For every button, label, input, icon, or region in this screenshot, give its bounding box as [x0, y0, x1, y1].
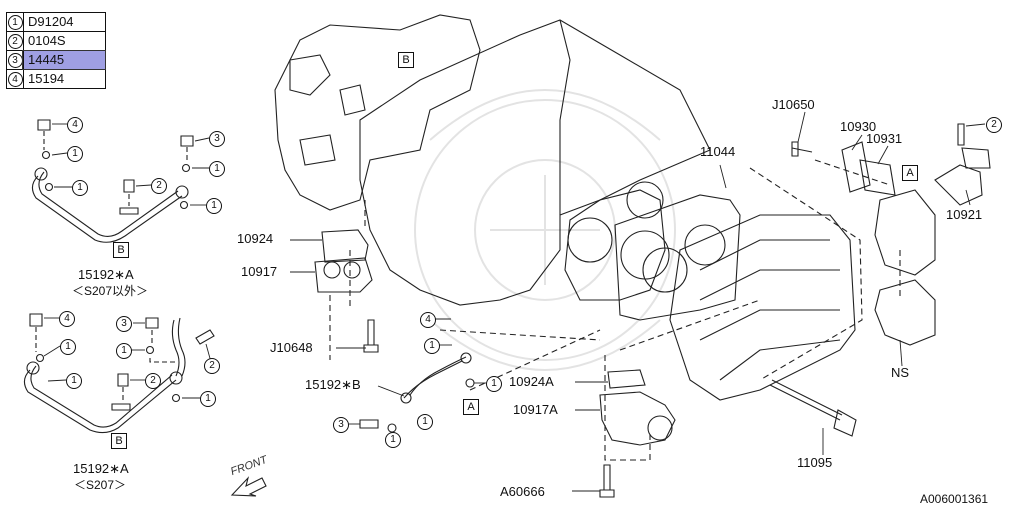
callout-number: 1 — [7, 15, 23, 30]
legend-table: 1 D91204 2 0104S 3 14445 4 15194 — [6, 12, 106, 89]
callout-number: 2 — [7, 34, 23, 49]
callout-2[interactable]: 2 — [204, 358, 220, 374]
watermark-emblem — [414, 89, 676, 371]
part-label-NS[interactable]: NS — [891, 365, 910, 380]
callout-1[interactable]: 1 — [417, 414, 433, 430]
part-label-15192A-upper[interactable]: 15192∗A — [78, 267, 134, 282]
legend-code: 0104S — [23, 32, 105, 50]
callout-3[interactable]: 3 — [209, 131, 225, 147]
callout-1[interactable]: 1 — [60, 339, 76, 355]
part-note-s207: ＜S207＞ — [74, 478, 127, 492]
callout-number: 3 — [7, 53, 23, 68]
legend-row-2[interactable]: 2 0104S — [7, 32, 105, 51]
part-label-10924[interactable]: 10924 — [237, 231, 274, 246]
legend-code: D91204 — [23, 13, 105, 31]
callout-3[interactable]: 3 — [116, 316, 132, 332]
part-label-10917[interactable]: 10917 — [241, 264, 278, 279]
callout-2[interactable]: 2 — [151, 178, 167, 194]
callout-1[interactable]: 1 — [424, 338, 440, 354]
callout-2[interactable]: 2 — [145, 373, 161, 389]
ref-box-A[interactable]: A — [902, 165, 918, 181]
ref-box-B[interactable]: B — [111, 433, 127, 449]
callout-1[interactable]: 1 — [209, 161, 225, 177]
diagram-id: A006001361 — [920, 492, 989, 506]
part-note-not-s207: ＜S207以外＞ — [72, 284, 149, 298]
callout-1[interactable]: 1 — [486, 376, 502, 392]
part-label-11095[interactable]: 11095 — [797, 455, 833, 470]
callout-4[interactable]: 4 — [420, 312, 436, 328]
callout-1[interactable]: 1 — [385, 432, 401, 448]
legend-row-4[interactable]: 4 15194 — [7, 70, 105, 88]
part-label-10931[interactable]: 10931 — [866, 131, 903, 146]
callout-4[interactable]: 4 — [67, 117, 83, 133]
part-label-10930[interactable]: 10930 — [840, 119, 877, 134]
part-label-10917A[interactable]: 10917A — [513, 402, 558, 417]
legend-code: 14445 — [22, 50, 106, 70]
callout-1[interactable]: 1 — [116, 343, 132, 359]
part-label-15192A-lower[interactable]: 15192∗A — [73, 461, 129, 476]
part-label-J10650[interactable]: J10650 — [772, 97, 815, 112]
callout-4[interactable]: 4 — [59, 311, 75, 327]
legend-row-1[interactable]: 1 D91204 — [7, 13, 105, 32]
ref-box-B[interactable]: B — [113, 242, 129, 258]
callout-number: 4 — [7, 72, 23, 87]
part-label-A60666[interactable]: A60666 — [500, 484, 545, 499]
callout-1[interactable]: 1 — [67, 146, 83, 162]
callout-2[interactable]: 2 — [986, 117, 1002, 133]
part-label-10921[interactable]: 10921 — [946, 207, 983, 222]
callout-1[interactable]: 1 — [66, 373, 82, 389]
callout-1[interactable]: 1 — [72, 180, 88, 196]
callout-3[interactable]: 3 — [333, 417, 349, 433]
part-label-11044[interactable]: 11044 — [700, 144, 736, 159]
leader-lines — [43, 111, 986, 492]
callout-1[interactable]: 1 — [200, 391, 216, 407]
legend-code: 15194 — [23, 70, 105, 88]
part-label-J10648[interactable]: J10648 — [270, 340, 313, 355]
part-label-10924A[interactable]: 10924A — [509, 374, 554, 389]
part-label-15192B[interactable]: 15192∗B — [305, 377, 361, 392]
legend-row-3-selected[interactable]: 3 14445 — [7, 50, 106, 70]
ref-box-B[interactable]: B — [398, 52, 414, 68]
ref-box-A[interactable]: A — [463, 399, 479, 415]
callout-1[interactable]: 1 — [206, 198, 222, 214]
